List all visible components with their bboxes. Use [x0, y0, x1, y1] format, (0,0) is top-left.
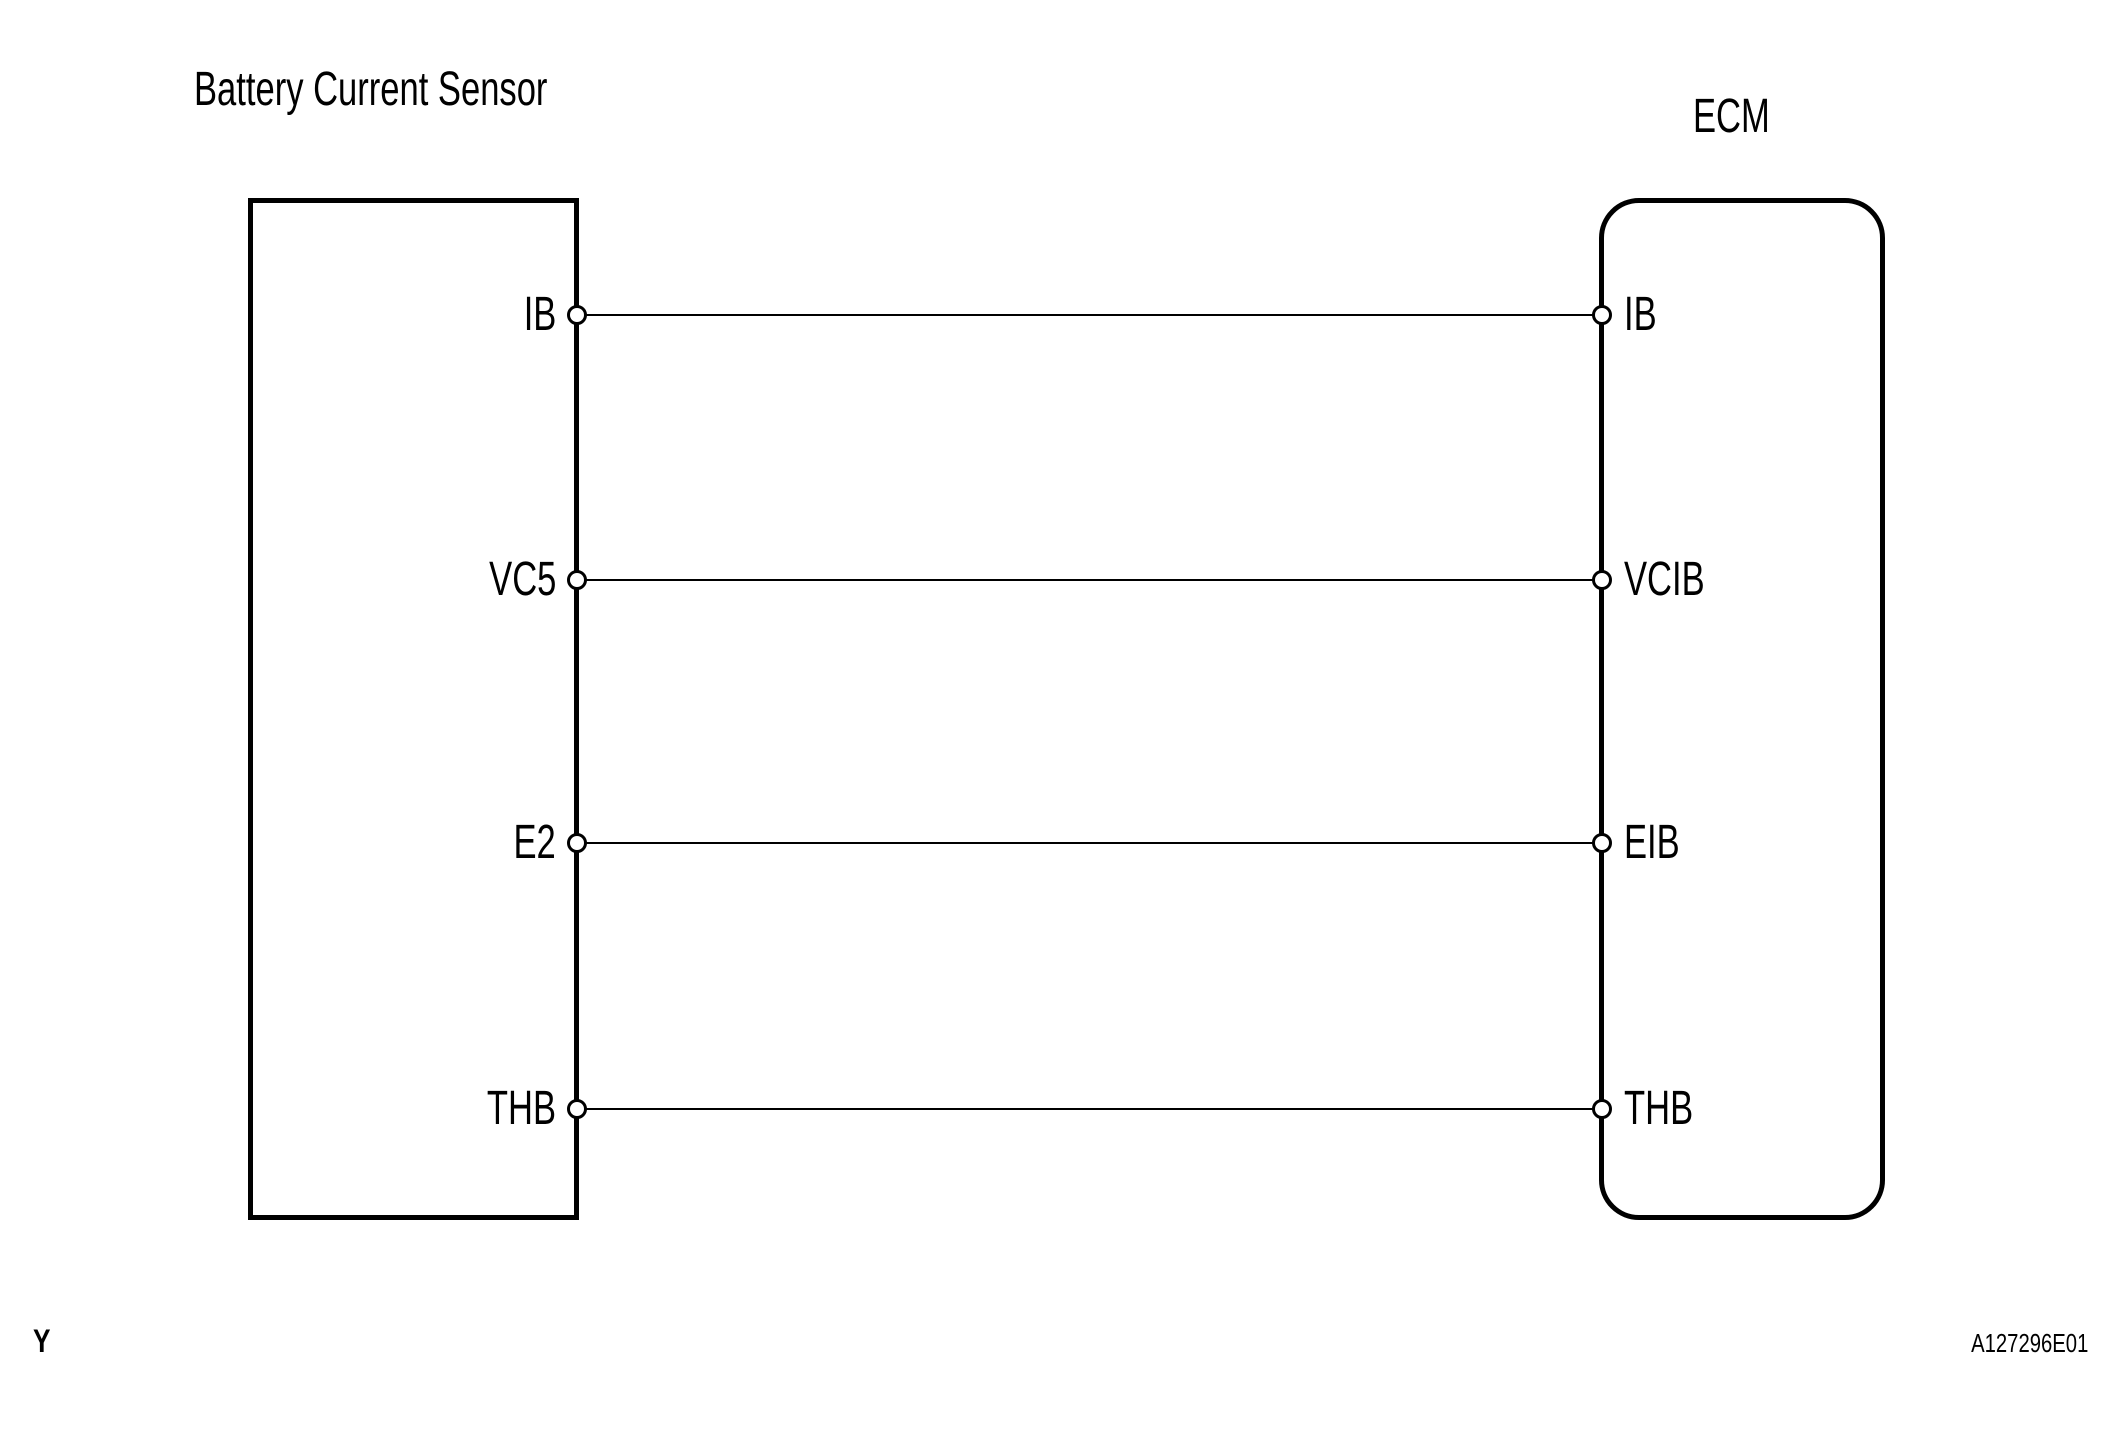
wire-ib: [577, 314, 1602, 316]
right-terminal-icon: [1592, 833, 1612, 853]
ecm-box: [1599, 198, 1885, 1220]
ecm-pin-label: VCIB: [1624, 553, 1705, 606]
left-terminal-icon: [567, 833, 587, 853]
sensor-pin-label: E2: [513, 816, 556, 869]
right-terminal-icon: [1592, 305, 1612, 325]
wire-thb: [577, 1108, 1602, 1110]
left-terminal-icon: [567, 1099, 587, 1119]
wire-vc5: [577, 579, 1602, 581]
sensor-pin-label: THB: [486, 1082, 556, 1135]
wire-e2: [577, 842, 1602, 844]
figure-id: A127296E01: [1970, 1328, 2088, 1358]
sensor-pin-label: VC5: [488, 553, 556, 606]
left-terminal-icon: [567, 305, 587, 325]
sensor-pin-label: IB: [523, 288, 556, 341]
right-terminal-icon: [1592, 1099, 1612, 1119]
battery-current-sensor-box: [248, 198, 579, 1220]
left-terminal-icon: [567, 570, 587, 590]
right-terminal-icon: [1592, 570, 1612, 590]
ecm-pin-label: THB: [1624, 1082, 1694, 1135]
ecm-pin-label: EIB: [1624, 816, 1680, 869]
right-component-title: ECM: [1693, 90, 1770, 143]
ecm-pin-label: IB: [1624, 288, 1657, 341]
left-component-title: Battery Current Sensor: [194, 63, 548, 116]
page-marker: Y: [33, 1323, 51, 1359]
